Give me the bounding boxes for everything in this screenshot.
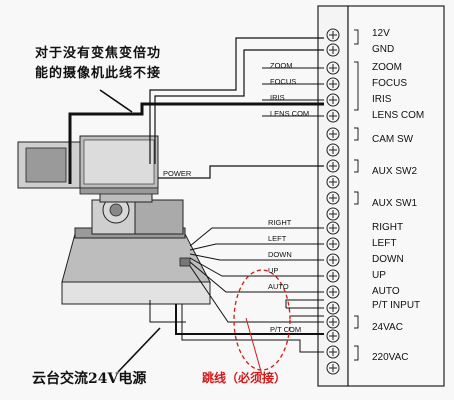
pan-tilt-head <box>61 187 211 305</box>
lens-wires <box>68 37 324 184</box>
terminal-label-right: RIGHT <box>372 222 404 233</box>
note-no-zoom-line1: 对于没有变焦变倍功 <box>35 46 162 61</box>
pt-input-jumper <box>285 299 324 317</box>
camera <box>17 135 159 195</box>
terminal-label-left: LEFT <box>372 238 397 249</box>
terminal-group-brackets <box>354 29 359 361</box>
wire-label-pt-com: P/T COM <box>270 325 302 334</box>
terminal-label-cam-sw: CAM SW <box>372 134 414 145</box>
wire-label-up: UP <box>268 266 279 275</box>
jumper-pointer <box>245 317 263 376</box>
terminal-label-zoom: ZOOM <box>372 62 402 73</box>
top-note-pointer <box>99 89 133 113</box>
terminal-screws <box>326 28 340 375</box>
wire-label-lens-com: LENS COM <box>270 109 310 118</box>
terminal-label-focus: FOCUS <box>372 78 407 89</box>
terminal-label-up: UP <box>372 270 386 281</box>
terminal-label-auto: AUTO <box>372 286 400 297</box>
camera-power-label: POWER <box>163 169 192 178</box>
wire-label-down: DOWN <box>268 250 292 259</box>
wire-label-iris: IRIS <box>270 93 285 102</box>
terminal-label-panel <box>347 5 445 387</box>
terminal-label-12v: 12V <box>372 28 390 39</box>
wire-label-auto: AUTO <box>268 282 289 291</box>
wire-label-focus: FOCUS <box>270 77 297 86</box>
note-jumper-required: 跳线（必须接） <box>202 371 287 385</box>
wire-label-right: RIGHT <box>268 218 292 227</box>
terminal-label-iris: IRIS <box>372 94 392 105</box>
note-no-zoom-line2: 能的摄像机此线不接 <box>35 66 162 81</box>
terminal-label-24vac: 24VAC <box>372 322 403 333</box>
terminal-label-lens-com: LENS COM <box>372 110 425 121</box>
power-wire <box>158 165 324 179</box>
terminal-label-down: DOWN <box>372 254 404 265</box>
pan-tilt-wires <box>149 227 324 353</box>
terminal-label-gnd: GND <box>372 44 395 55</box>
terminal-label-pt-input: P/T INPUT <box>372 300 421 311</box>
jumper-highlight <box>233 269 291 371</box>
terminal-label-aux-sw1: AUX SW1 <box>372 198 418 209</box>
terminal-label-aux-sw2: AUX SW2 <box>372 166 418 177</box>
wire-label-zoom: ZOOM <box>270 61 293 70</box>
note-ptz-ac24v-power: 云台交流24V电源 <box>32 371 147 387</box>
wire-label-left: LEFT <box>268 234 287 243</box>
bottom-note-pointer <box>117 327 161 373</box>
terminal-label-220vac: 220VAC <box>372 352 409 363</box>
